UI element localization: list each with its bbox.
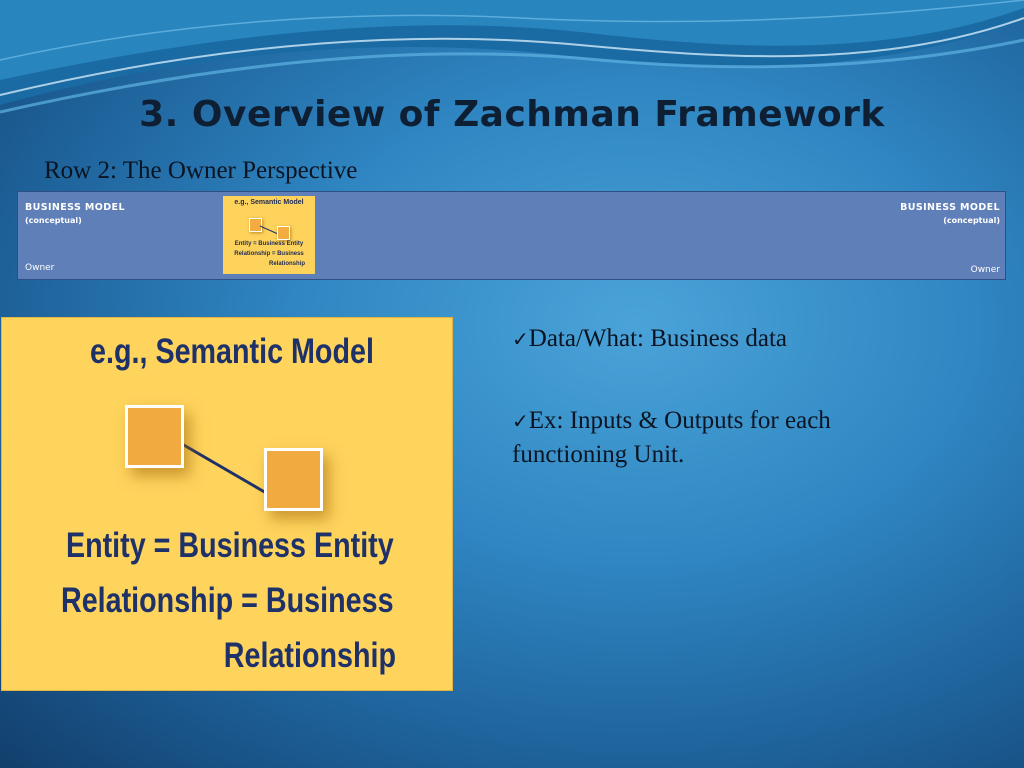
entity-box-1 xyxy=(125,405,184,468)
banner-right-sub: (conceptual) xyxy=(943,216,1000,225)
banner-mini-card: e.g., Semantic Model Entity = Business E… xyxy=(223,196,315,274)
slide-subtitle: Row 2: The Owner Perspective xyxy=(44,157,358,184)
checkmark-icon: ✓ xyxy=(512,327,529,351)
checkmark-icon: ✓ xyxy=(512,409,529,433)
banner-right-owner: Owner xyxy=(970,265,1000,275)
mini-relationship-line xyxy=(259,225,279,235)
banner-left-heading: BUSINESS MODEL xyxy=(25,202,125,213)
bullet-text-1: Data/What: Business data xyxy=(528,325,788,352)
relationship-line xyxy=(181,442,269,496)
card-line1: Entity = Business Entity xyxy=(66,526,394,565)
entity-box-2 xyxy=(264,448,323,511)
card-line3: Relationship xyxy=(223,636,396,675)
slide-title: 3. Overview of Zachman Framework xyxy=(139,94,885,135)
bullet-text-2: Ex: Inputs & Outputs for each functionin… xyxy=(512,407,831,468)
card-line2: Relationship = Business xyxy=(61,581,394,620)
mini-card-line3: Relationship xyxy=(268,261,305,267)
banner-left-owner: Owner xyxy=(25,263,55,273)
mini-entity-box-1 xyxy=(249,218,262,232)
mini-entity-box-2 xyxy=(277,226,290,240)
mini-card-line1: Entity = Business Entity xyxy=(234,241,304,247)
mini-card-line2: Relationship = Business xyxy=(234,251,304,257)
semantic-model-card: e.g., Semantic Model Entity = Business E… xyxy=(2,318,452,690)
mini-card-title: e.g., Semantic Model xyxy=(234,199,304,206)
banner-left-sub: (conceptual) xyxy=(25,216,82,225)
bullet-item-example: ✓Ex: Inputs & Outputs for each functioni… xyxy=(512,404,932,472)
bullet-item-data-what: ✓Data/What: Business data xyxy=(512,322,787,356)
framework-row-banner: BUSINESS MODEL (conceptual) Owner e.g., … xyxy=(17,191,1006,280)
decorative-wave-header xyxy=(0,0,1024,114)
banner-right-heading: BUSINESS MODEL xyxy=(900,202,1000,213)
card-title: e.g., Semantic Model xyxy=(90,332,374,371)
